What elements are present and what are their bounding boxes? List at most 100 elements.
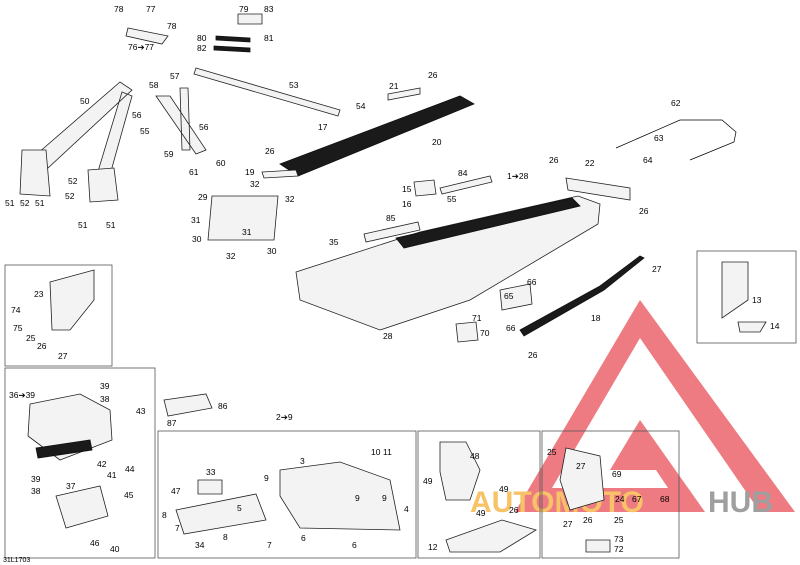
callout-20: 20: [432, 137, 442, 147]
assembly-slide-rails: 21 26 20 26: [265, 70, 475, 177]
strap-part-19: [261, 169, 299, 179]
inset-box-suspension-mount: [417, 430, 541, 559]
callout-76-77: 76➔77: [128, 42, 154, 52]
callout-26: 26: [528, 350, 538, 360]
callout-18: 18: [591, 313, 601, 323]
skid-plate-part-12: [445, 519, 537, 553]
callout-26: 26: [265, 146, 275, 156]
callout-40: 40: [110, 544, 120, 554]
bracket-part-77: [125, 27, 169, 45]
callout-51: 51: [5, 198, 15, 208]
callout-61: 61: [189, 167, 199, 177]
watermark-text-right: HUB: [708, 486, 773, 519]
bracket-part-70: [455, 321, 479, 343]
callout-52: 52: [65, 191, 75, 201]
callout-6: 6: [301, 533, 306, 543]
assembly-inset-left-bracket: 23 74 75 25 26 27: [4, 264, 113, 367]
bracket-part-37: [55, 485, 109, 529]
callout-25: 25: [614, 515, 624, 525]
shaft-part-53: [193, 67, 341, 117]
callout-4: 4: [404, 504, 409, 514]
callout-58: 58: [149, 80, 159, 90]
callout-26: 26: [509, 505, 519, 515]
callout-51: 51: [35, 198, 45, 208]
callout-70: 70: [480, 328, 490, 338]
callout-30: 30: [192, 234, 202, 244]
handle-part-62: [615, 119, 737, 161]
callout-29: 29: [198, 192, 208, 202]
callout-66: 66: [506, 323, 516, 333]
flap-part-13: [721, 261, 749, 319]
assembly-inset-footrest: 36➔39 39 38 43 42 44 41 39 38 37 45 46 4…: [4, 367, 156, 559]
callout-14: 14: [770, 321, 780, 331]
callout-3: 3: [300, 456, 305, 466]
callout-24: 24: [615, 494, 625, 504]
bracket-part-15: [413, 179, 437, 197]
arm-part-52b: [87, 167, 119, 203]
inset-box-footrest: [4, 367, 156, 559]
callout-83: 83: [264, 4, 274, 14]
skid-part-5: [175, 493, 267, 535]
callout-26: 26: [549, 155, 559, 165]
callout-46: 46: [90, 538, 100, 548]
callout-72: 72: [614, 544, 624, 554]
callout-9: 9: [382, 493, 387, 503]
callout-42: 42: [97, 459, 107, 469]
callout-60: 60: [216, 158, 226, 168]
callout-67: 67: [632, 494, 642, 504]
callout-16: 16: [402, 199, 412, 209]
callout-85: 85: [386, 213, 396, 223]
callout-56: 56: [132, 110, 142, 120]
runner-part-18: [519, 255, 645, 337]
callout-77: 77: [146, 4, 156, 14]
panel-part-29: [207, 195, 279, 241]
callout-25: 25: [547, 447, 557, 457]
callout-45: 45: [124, 490, 134, 500]
callout-33: 33: [206, 467, 216, 477]
callout-7: 7: [175, 523, 180, 533]
frame-part-3: [279, 461, 401, 531]
callout-37: 37: [66, 481, 76, 491]
bracket-part-83: [237, 13, 263, 25]
callout-68: 68: [660, 494, 670, 504]
callout-59: 59: [164, 149, 174, 159]
callout-84: 84: [458, 168, 468, 178]
callout-21: 21: [389, 81, 399, 91]
mount-part-48: [439, 441, 481, 501]
callout-32: 32: [285, 194, 295, 204]
callout-9: 9: [355, 493, 360, 503]
arm-part-52: [19, 149, 51, 197]
callout-26: 26: [37, 341, 47, 351]
callout-36-39: 36➔39: [9, 390, 35, 400]
callout-23: 23: [34, 289, 44, 299]
callout-39: 39: [31, 474, 41, 484]
callout-12: 12: [428, 542, 438, 552]
diagram-reference-number: 31L1703: [3, 557, 30, 564]
callout-51: 51: [106, 220, 116, 230]
callout-7: 7: [267, 540, 272, 550]
callout-26: 26: [428, 70, 438, 80]
callout-1-28: 1➔28: [507, 171, 529, 181]
callout-13: 13: [752, 295, 762, 305]
assembly-inset-rear-bracket: 25 27 69 24 67 68 27 26 25 73 72: [541, 430, 680, 559]
callout-81: 81: [264, 33, 274, 43]
tunnel-part-1: [295, 195, 601, 331]
callout-56: 56: [199, 122, 209, 132]
callout-39: 39: [100, 381, 110, 391]
assembly-front-arm: 50 58 57 53 56 56 55 59 60 61 54 17 52 5…: [5, 67, 366, 230]
callout-28: 28: [383, 331, 393, 341]
bracket-part-23: [49, 269, 95, 331]
callout-8: 8: [223, 532, 228, 542]
plate-part-72: [585, 539, 611, 553]
bracket-part-24: [559, 447, 605, 511]
callout-55: 55: [140, 126, 150, 136]
callout-64: 64: [643, 155, 653, 165]
callout-43: 43: [136, 406, 146, 416]
callout-71: 71: [472, 313, 482, 323]
callout-63: 63: [654, 133, 664, 143]
bracket-part-21: [387, 87, 421, 101]
callout-73: 73: [614, 534, 624, 544]
assembly-plate-86: 86 87: [163, 393, 228, 428]
callout-69: 69: [612, 469, 622, 479]
